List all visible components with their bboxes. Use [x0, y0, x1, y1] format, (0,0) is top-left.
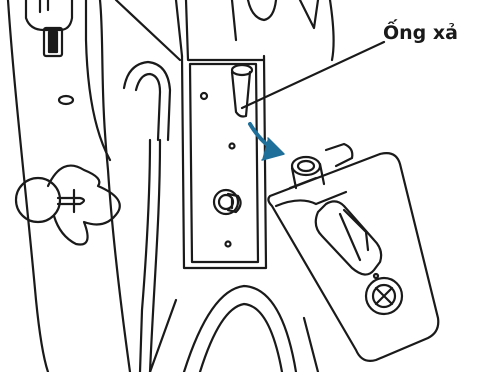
drain-tube-callout-label: Ống xả [383, 22, 458, 44]
tank-lock-knob [366, 274, 402, 314]
adjustment-knob [214, 190, 241, 214]
detachable-water-tank [268, 144, 438, 361]
lower-legs [150, 286, 318, 372]
access-panel [182, 56, 266, 268]
upper-frame [116, 0, 334, 60]
left-device-body [8, 0, 130, 372]
removal-direction-arrow [250, 124, 284, 160]
side-knob [16, 166, 120, 245]
hose-loop [124, 62, 170, 372]
